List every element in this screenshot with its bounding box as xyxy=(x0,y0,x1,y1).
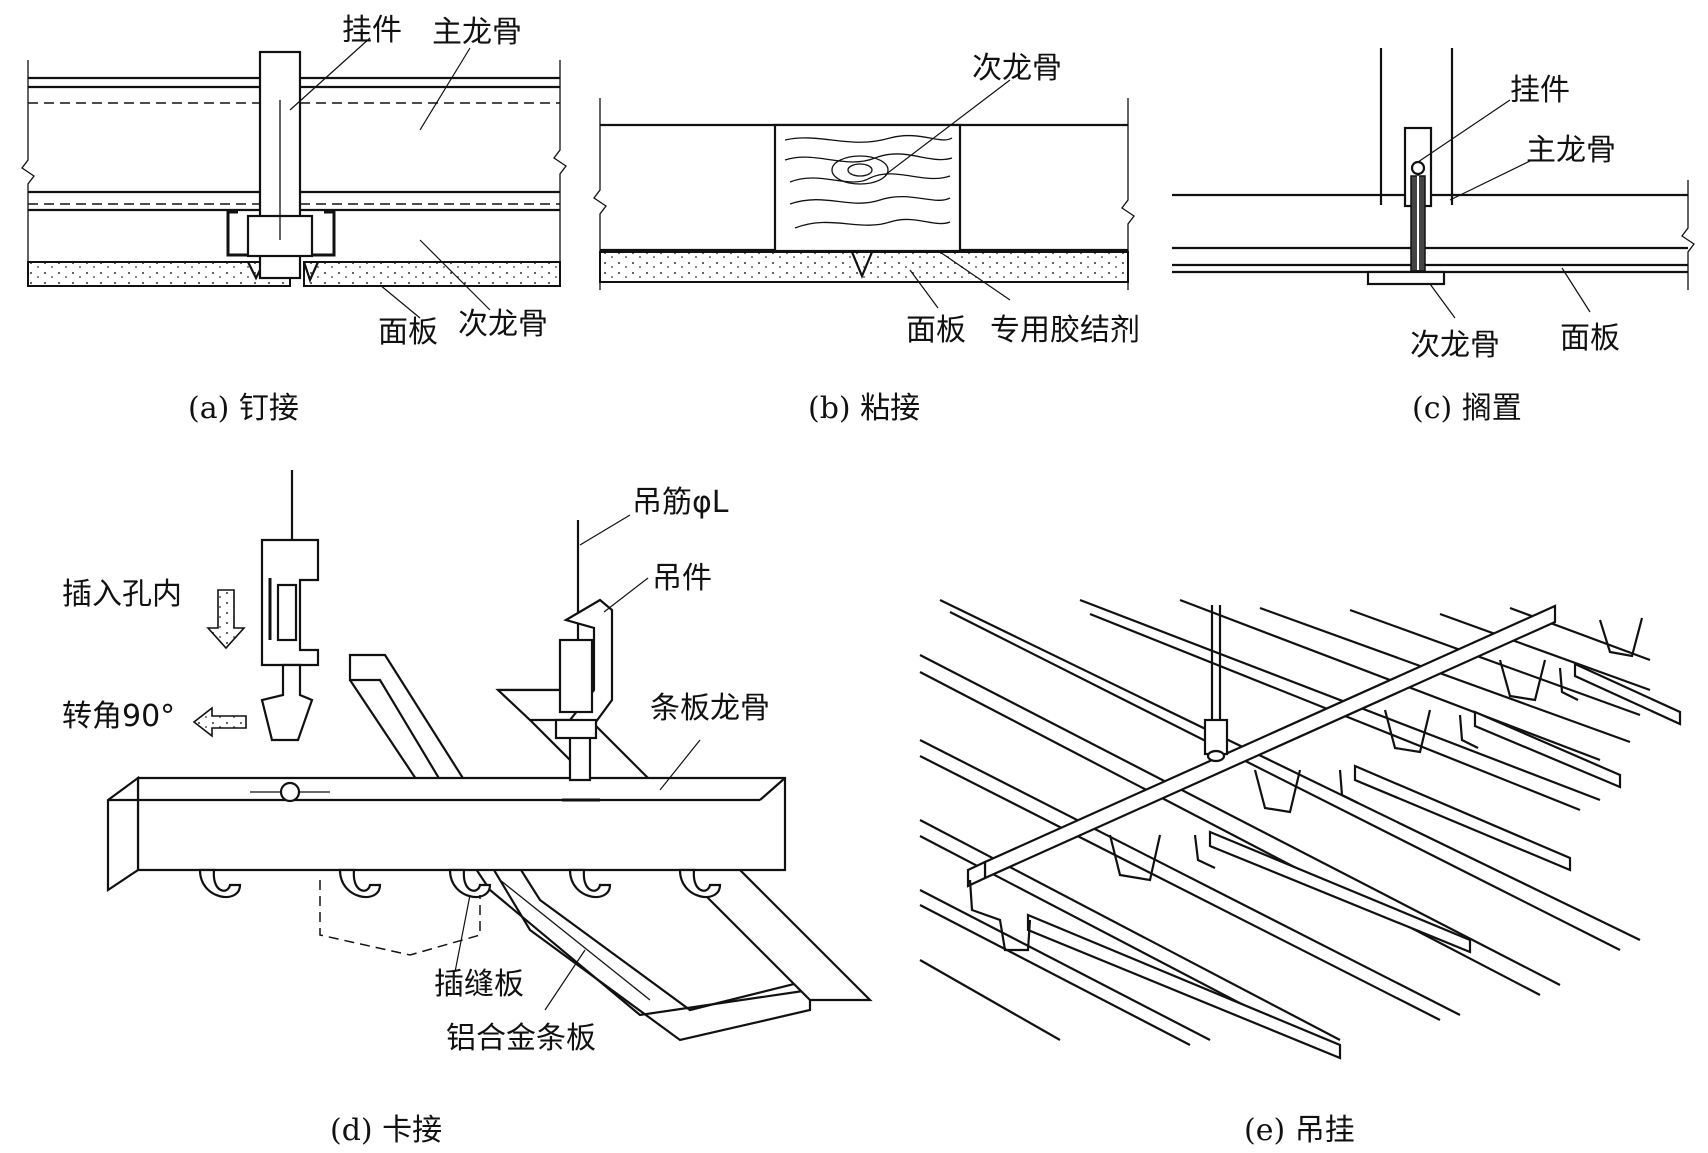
label-adhesive: 专用胶结剂 xyxy=(990,313,1140,348)
sub-keel-channel xyxy=(226,210,336,257)
label-sub-keel: 次龙骨 xyxy=(458,307,548,342)
label-panel: 面板 xyxy=(378,315,438,350)
hanger-part xyxy=(246,50,314,280)
label-hanger: 挂件 xyxy=(1510,73,1570,108)
label-rod: 吊筋φL xyxy=(632,485,729,520)
hanger-detail xyxy=(260,470,320,742)
label-strip-keel: 条板龙骨 xyxy=(650,691,770,726)
suspension-rod xyxy=(1203,605,1229,763)
strip-keel xyxy=(106,775,787,956)
label-rotate: 转角90° xyxy=(62,699,175,734)
caption-a: (a) 钉接 xyxy=(188,391,299,426)
caption-d: (d) 卡接 xyxy=(330,1113,442,1148)
label-panel: 面板 xyxy=(906,313,966,348)
background-strips xyxy=(919,598,1651,1046)
caption-e: (e) 吊挂 xyxy=(1244,1113,1355,1148)
panel-c-rest-joint: 挂件 主龙骨 次龙骨 面板 (c) 搁置 xyxy=(1172,48,1695,426)
caption-c: (c) 搁置 xyxy=(1412,391,1522,426)
insert-arrow xyxy=(206,589,246,650)
caption-b: (b) 粘接 xyxy=(808,391,920,426)
keel-teeth xyxy=(968,617,1644,952)
panel-c-leaders xyxy=(1417,99,1591,319)
label-main-keel: 主龙骨 xyxy=(432,15,522,50)
carrier-keel xyxy=(966,604,1557,888)
label-main-keel: 主龙骨 xyxy=(1526,133,1616,168)
strip-panels xyxy=(1026,662,1682,1060)
label-panel: 面板 xyxy=(1560,321,1620,356)
panel-d-leaders xyxy=(454,514,701,1011)
label-seam-board: 插缝板 xyxy=(434,967,524,1002)
panel-board xyxy=(599,251,1129,283)
panel-a-leaders xyxy=(289,37,491,319)
wood-sub-keel xyxy=(773,123,962,253)
label-hanger: 吊件 xyxy=(652,561,712,596)
label-alu-strip: 铝合金条板 xyxy=(446,1021,596,1056)
keel-hanger xyxy=(495,520,614,802)
label-insert: 插入孔内 xyxy=(62,577,182,612)
label-sub-keel: 次龙骨 xyxy=(1410,328,1500,363)
label-hanger: 挂件 xyxy=(342,13,402,48)
panel-b-adhesive-joint: 次龙骨 面板 专用胶结剂 (b) 粘接 xyxy=(593,51,1140,426)
rotate-arrow xyxy=(192,706,247,738)
panel-d-clip-joint: 插入孔内 转角90° 吊筋φL 吊件 条板龙骨 插缝板 铝合金条板 (d) 卡接 xyxy=(62,470,873,1148)
panel-a-nail-joint: 挂件 主龙骨 面板 次龙骨 (a) 钉接 xyxy=(21,13,567,426)
panel-b-leaders xyxy=(884,79,1011,309)
panel-e-suspended: (e) 吊挂 xyxy=(919,598,1682,1148)
hanger-vertical xyxy=(1366,48,1454,286)
panel-board xyxy=(27,261,561,287)
label-sub-keel: 次龙骨 xyxy=(972,51,1062,86)
